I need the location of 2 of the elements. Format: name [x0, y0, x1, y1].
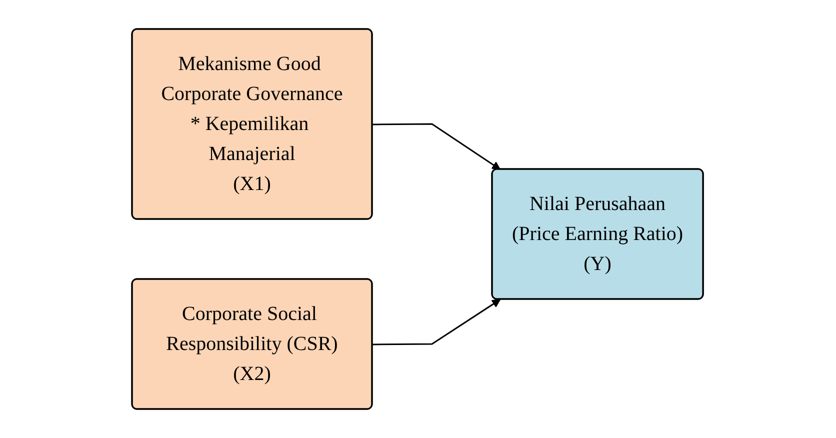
arrow [372, 123, 502, 170]
arrow [372, 299, 502, 346]
